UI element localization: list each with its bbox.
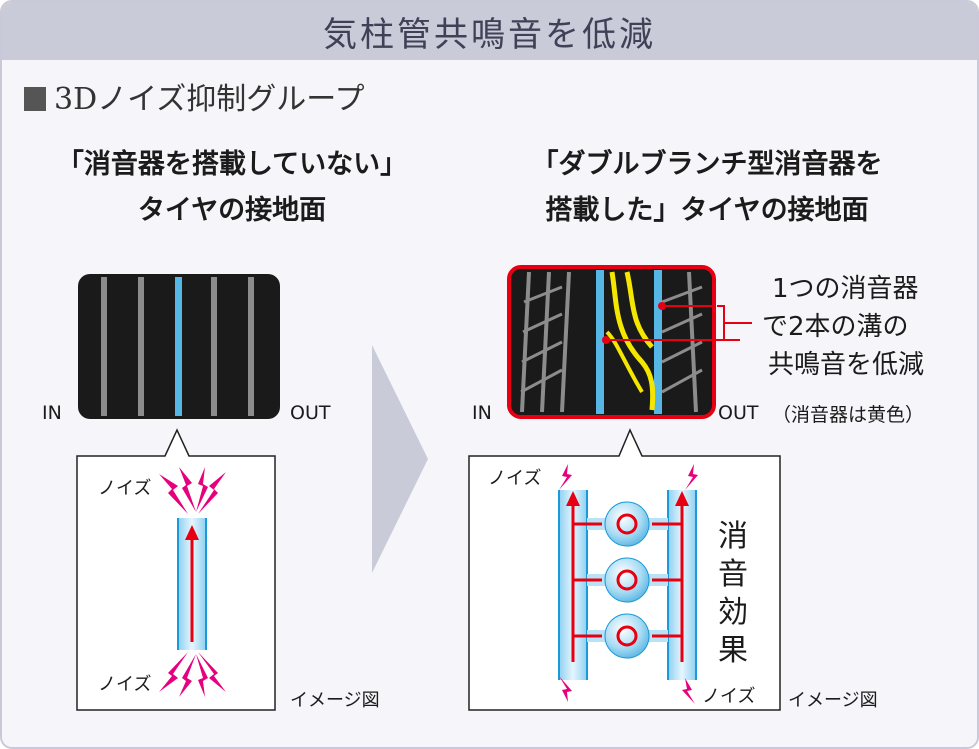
effect-char-1: 消: [718, 519, 748, 554]
effect-char-4: 果: [718, 633, 748, 668]
callout-line3: 共鳴音を低減: [768, 350, 925, 380]
callout-line2: で2本の溝の: [762, 312, 909, 342]
left-out-label: OUT: [290, 402, 331, 424]
right-noise-bottom-icon: [559, 676, 695, 704]
left-caption: 「消音器を搭載していない」 タイヤの接地面: [12, 142, 452, 234]
left-noise-top-icon: [159, 467, 226, 514]
left-tread-patch: [78, 274, 280, 419]
right-caption-line1: 「ダブルブランチ型消音器を: [531, 149, 883, 180]
effect-label: 消 音 効 果: [716, 518, 750, 670]
right-caption-line2: 搭載した」タイヤの接地面: [545, 195, 869, 226]
left-caption-line1: 「消音器を搭載していない」: [56, 149, 408, 180]
callout-line1: 1つの消音器: [772, 274, 919, 304]
subtitle: 3Dノイズ抑制グループ: [24, 74, 364, 118]
right-noise-bottom-label: ノイズ: [702, 686, 756, 707]
left-noise-bottom-label: ノイズ: [98, 674, 152, 695]
transition-arrow-icon: [372, 345, 428, 573]
right-caption: 「ダブルブランチ型消音器を 搭載した」タイヤの接地面: [472, 142, 942, 234]
square-bullet-icon: [24, 87, 46, 111]
right-double-groove: [558, 490, 697, 680]
header-bar: 気柱管共鳴音を低減: [2, 2, 977, 60]
left-caption-line2: タイヤの接地面: [137, 195, 327, 226]
subtitle-text: 3Dノイズ抑制グループ: [54, 82, 365, 117]
left-in-label: IN: [42, 402, 62, 424]
effect-char-2: 音: [718, 557, 748, 592]
left-groove-pipe: [177, 518, 207, 650]
right-noise-top-icon: [559, 464, 698, 490]
left-noise-bottom-icon: [159, 652, 226, 697]
right-out-label: OUT: [718, 402, 759, 424]
right-noise-top-label: ノイズ: [488, 468, 542, 489]
effect-char-3: 効: [718, 595, 748, 630]
header-title: 気柱管共鳴音を低減: [323, 14, 656, 55]
right-tread-patch: [507, 265, 740, 419]
left-noise-top-label: ノイズ: [98, 478, 152, 499]
right-image-note: イメージ図: [788, 690, 878, 711]
left-callout-box: [76, 428, 276, 711]
left-image-note: イメージ図: [290, 690, 380, 711]
right-in-label: IN: [472, 402, 492, 424]
callout-bracket: [717, 305, 752, 341]
callout-line4: （消音器は黄色）: [772, 404, 925, 426]
